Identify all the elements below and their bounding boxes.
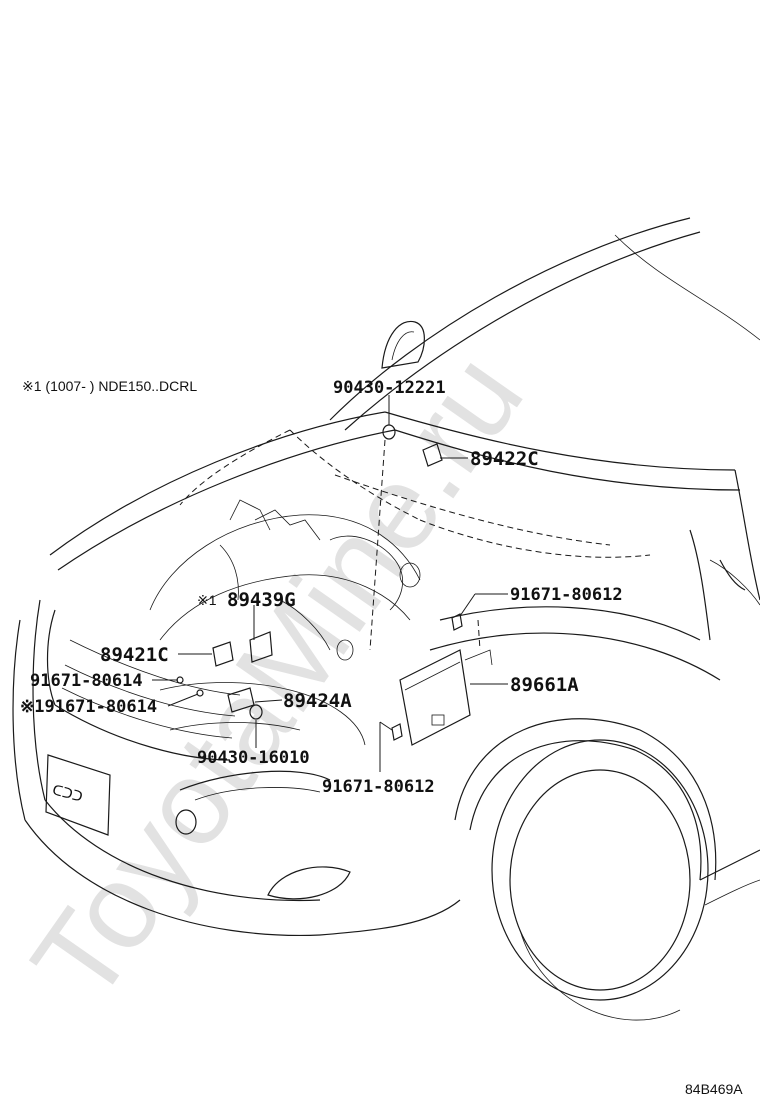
callout-91671-80614-b: ※191671-80614 (20, 697, 157, 717)
callout-89422C: 89422C (470, 448, 539, 470)
bolt-80614-b (196, 689, 204, 697)
applicability-note: ※1 (1007- ) NDE150..DCRL (22, 378, 197, 394)
callout-89421C: 89421C (100, 644, 169, 666)
callout-89424A: 89424A (283, 690, 352, 712)
gasket-16010 (249, 704, 263, 720)
callout-91671-80612-top: 91671-80612 (510, 585, 623, 605)
bolt-80612-bot (391, 723, 403, 741)
plate-glyphs: ᑕᑐᑐ (51, 781, 85, 804)
car-body-drawing: ᑕᑐᑐ (12, 217, 760, 1021)
callout-91671-80612-bot: 91671-80612 (322, 777, 435, 797)
sensor-89422C (422, 443, 443, 467)
callout-89439G-mark: ※1 (197, 592, 217, 608)
sensor-89439G (249, 631, 273, 663)
bolt-80612-top (451, 613, 463, 631)
leader-lines (152, 395, 508, 772)
callout-91671-80614-a: 91671-80614 (30, 671, 143, 691)
drawing-code: 84B469A (685, 1081, 743, 1097)
sensor-89421C (212, 641, 234, 667)
callout-89439G: 89439G (227, 589, 296, 611)
callout-89661A: 89661A (510, 674, 579, 696)
callout-90430-16010: 90430-16010 (197, 748, 310, 768)
callout-90430-12221: 90430-12221 (333, 378, 446, 398)
